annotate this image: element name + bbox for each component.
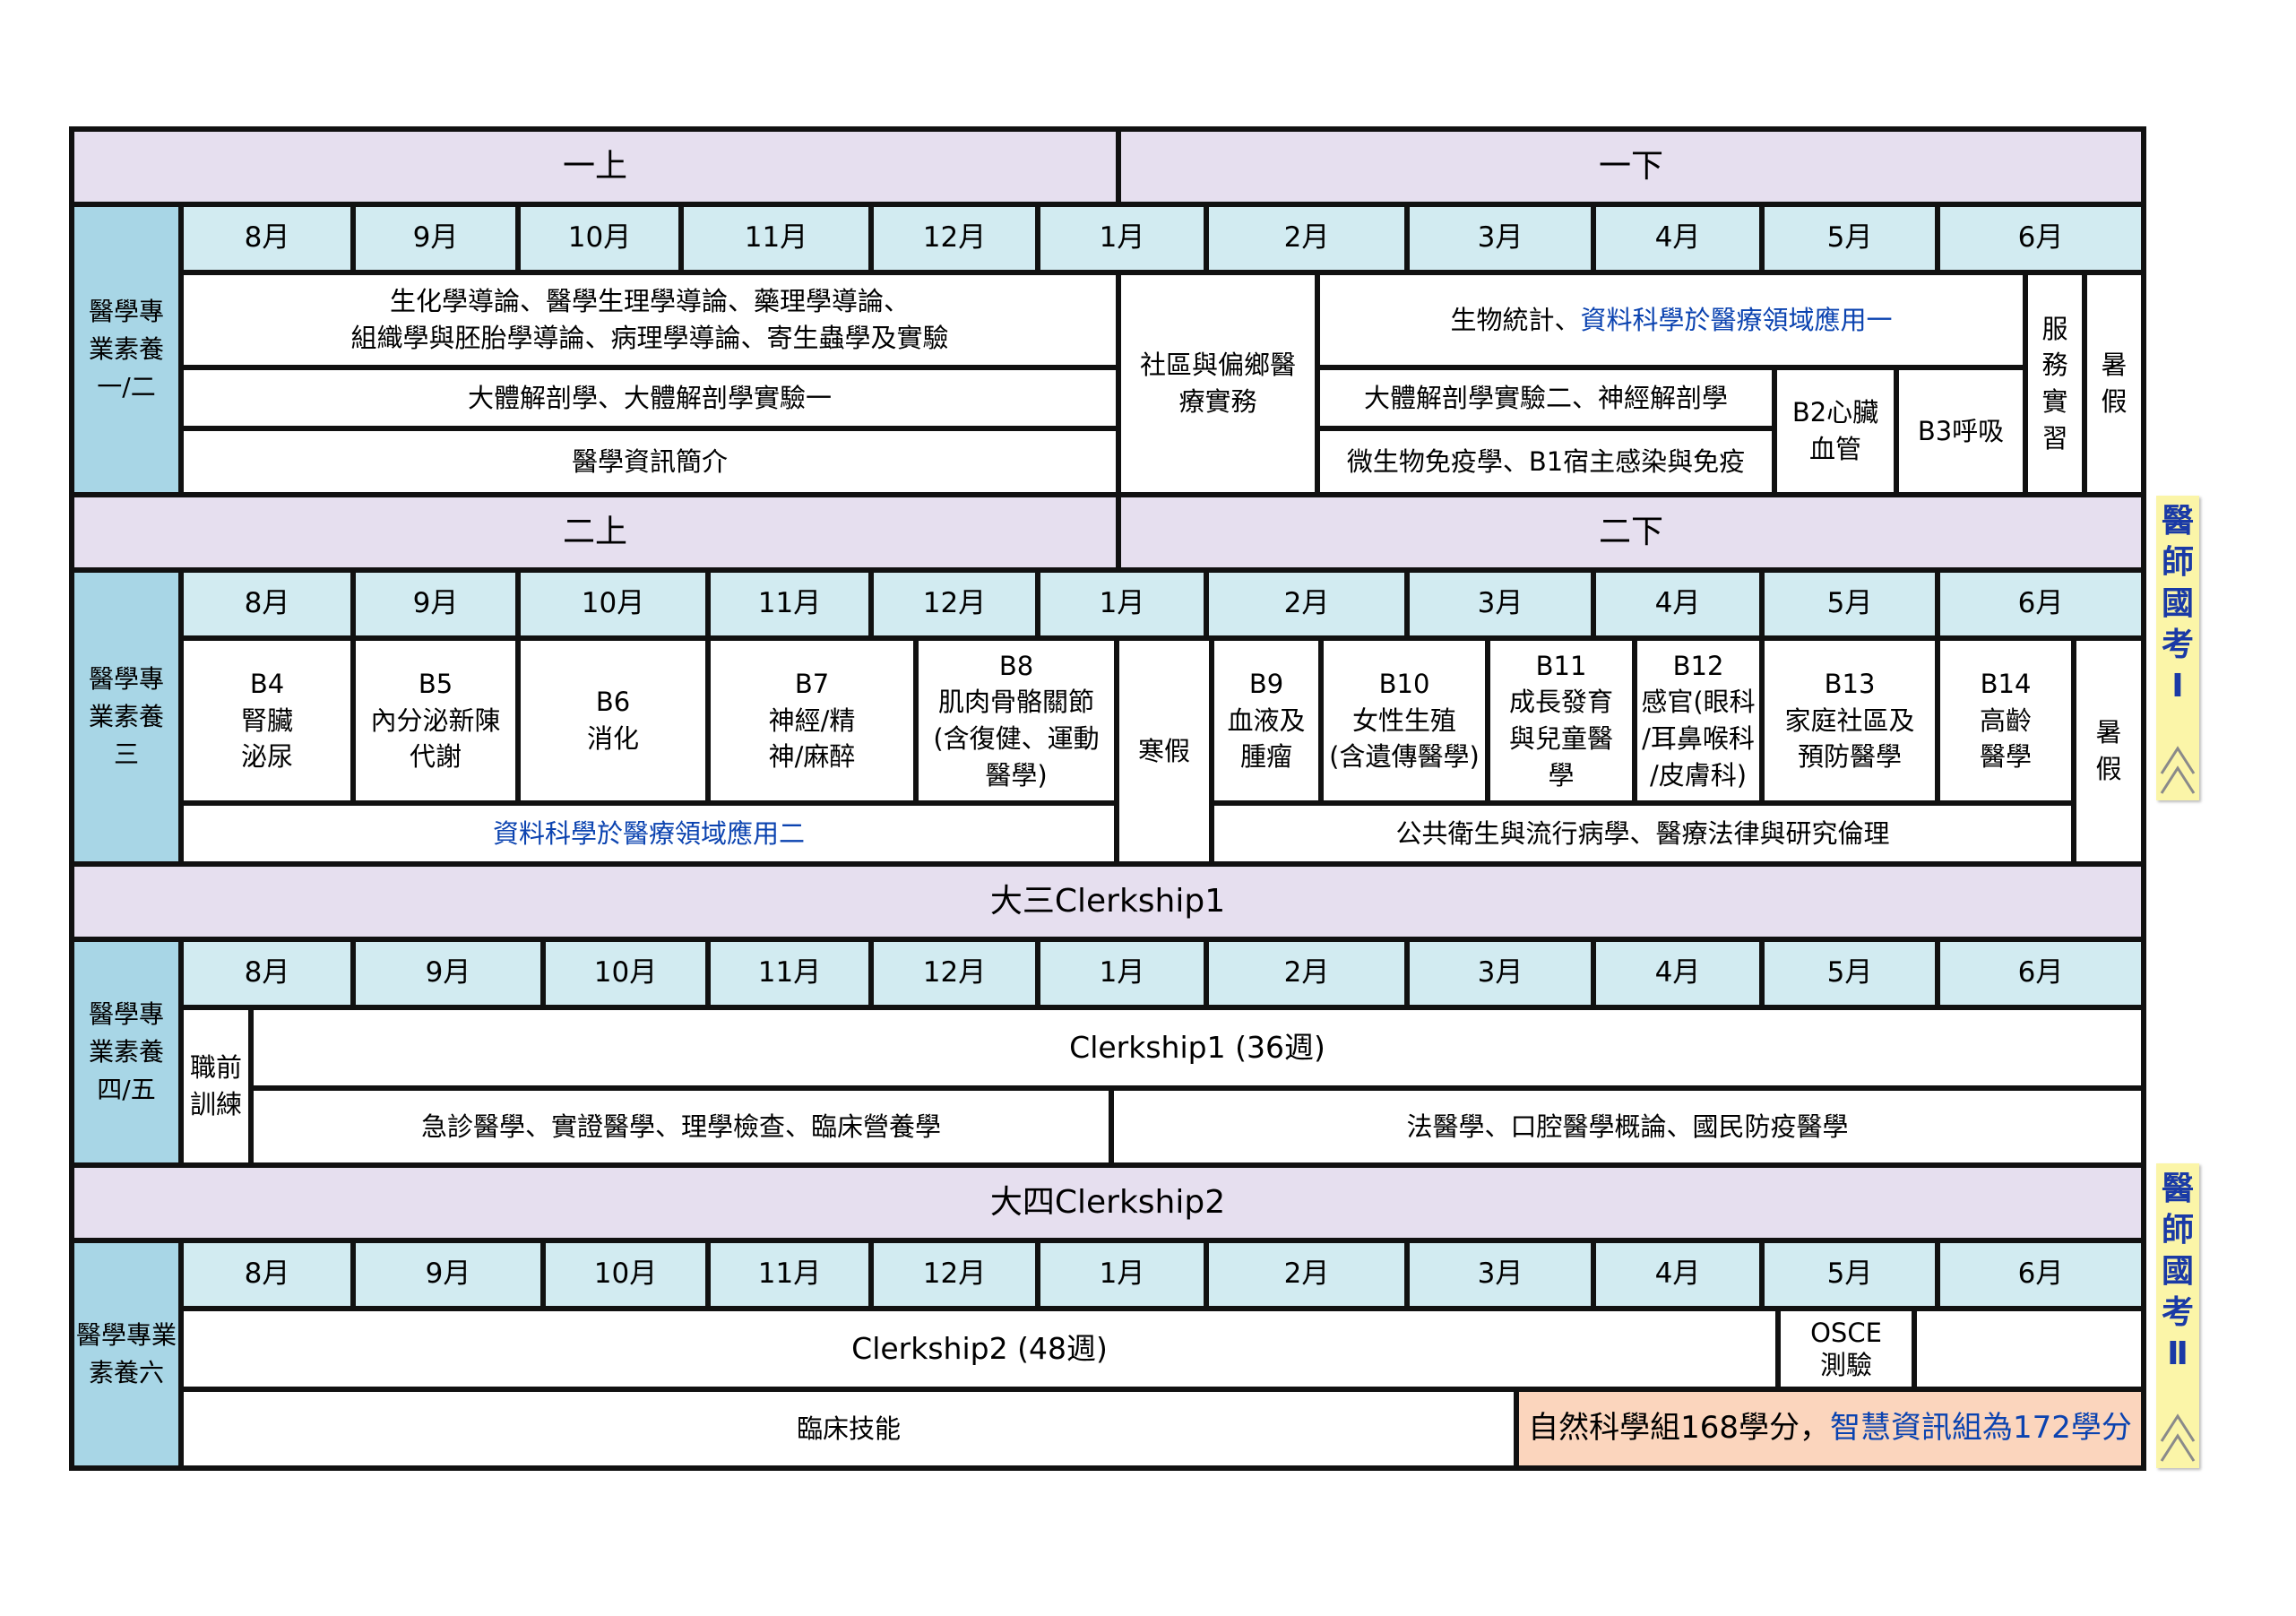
block-b4: B4 腎臟 泌尿: [184, 641, 350, 800]
course-clinical-skills: 臨床技能: [184, 1392, 1514, 1465]
month-header: 11月: [711, 573, 868, 635]
semester-header-1-upper: 一上: [74, 132, 1116, 202]
course-data-science-2: 資料科學於醫療領域應用二: [184, 806, 1114, 861]
month-header: 8月: [184, 942, 350, 1005]
month-header: 8月: [184, 1243, 350, 1306]
course-intro-basic-medicine: 生化學導論、醫學生理學導論、藥理學導論、 組織學與胚胎學導論、病理學導論、寄生蟲…: [184, 275, 1116, 365]
month-header: 6月: [1940, 207, 2141, 270]
block-b12: B12 感官(眼科 /耳鼻喉科 /皮膚科): [1637, 641, 1759, 800]
month-header: 2月: [1209, 942, 1404, 1005]
course-medical-informatics: 醫學資訊簡介: [184, 431, 1116, 492]
month-header: 1月: [1040, 573, 1204, 635]
month-header: 3月: [1410, 207, 1591, 270]
month-header: 5月: [1765, 1243, 1935, 1306]
month-header: 5月: [1765, 207, 1935, 270]
block-b5: B5 內分泌新陳 代謝: [356, 641, 515, 800]
month-header: 9月: [356, 942, 540, 1005]
chevron-up-icon: [2160, 746, 2196, 794]
chevron-up-icon: [2160, 1413, 2196, 1462]
curriculum-table: 一上 一下 醫學專 業素養 一/二 8月 9月 10月 11月 12月 1月 2…: [69, 126, 2146, 1471]
course-anatomy-2: 大體解剖學實驗二、神經解剖學: [1320, 370, 1772, 426]
national-exam-1-board: 醫 師 國 考 Ⅰ: [2156, 496, 2199, 800]
month-header: 8月: [184, 207, 350, 270]
month-header: 9月: [356, 573, 515, 635]
month-header: 9月: [356, 1243, 540, 1306]
block-b13: B13 家庭社區及 預防醫學: [1765, 641, 1935, 800]
month-header: 9月: [356, 207, 515, 270]
clerkship-2: Clerkship2 (48週): [184, 1311, 1775, 1387]
block-b6: B6 消化: [521, 641, 705, 800]
month-header: 1月: [1040, 942, 1204, 1005]
empty-cell: [1917, 1311, 2141, 1387]
semester-header-2-lower: 二下: [1121, 497, 2141, 567]
month-header: 12月: [874, 573, 1035, 635]
month-header: 11月: [684, 207, 868, 270]
month-header: 5月: [1765, 942, 1935, 1005]
course-forensic-medicine: 法醫學、口腔醫學概論、國民防疫醫學: [1114, 1091, 2141, 1162]
month-header: 10月: [521, 207, 678, 270]
summer-break-1: 暑 假: [2087, 275, 2141, 492]
block-b14: B14 高齡 醫學: [1940, 641, 2071, 800]
winter-break: 寒假: [1119, 641, 1209, 861]
summer-break-2: 暑 假: [2076, 641, 2141, 861]
month-header: 12月: [874, 207, 1035, 270]
block-b10: B10 女性生殖 (含遺傳醫學): [1324, 641, 1485, 800]
block-b11: B11 成長發育 與兒童醫 學: [1490, 641, 1632, 800]
month-header: 11月: [711, 1243, 868, 1306]
service-learning: 服 務 實 習: [2028, 275, 2082, 492]
block-b8: B8 肌肉骨骼關節 (含復健、運動 醫學): [919, 641, 1114, 800]
month-header: 12月: [874, 942, 1035, 1005]
month-header: 6月: [1940, 573, 2141, 635]
month-header: 11月: [711, 942, 868, 1005]
national-exam-2-label: 醫 師 國 考 Ⅱ: [2161, 1171, 2194, 1373]
course-public-health: 公共衛生與流行病學、醫療法律與研究倫理: [1214, 806, 2071, 861]
block-b9: B9 血液及 腫瘤: [1214, 641, 1318, 800]
clerkship-1: Clerkship1 (36週): [254, 1010, 2141, 1085]
month-header: 10月: [546, 1243, 705, 1306]
course-community-practice: 社區與偏鄉醫 療實務: [1121, 275, 1315, 492]
osce-exam: OSCE 測驗: [1781, 1311, 1912, 1387]
month-header: 8月: [184, 573, 350, 635]
block-b2: B2心臟 血管: [1777, 370, 1894, 492]
month-header: 3月: [1410, 573, 1591, 635]
month-header: 4月: [1596, 207, 1759, 270]
year3-title: 大三Clerkship1: [74, 867, 2141, 937]
month-header: 10月: [521, 573, 705, 635]
category-year4: 醫學專業 素養六: [74, 1243, 178, 1465]
month-header: 1月: [1040, 207, 1204, 270]
month-header: 5月: [1765, 573, 1935, 635]
category-year2: 醫學專 業素養 三: [74, 573, 178, 861]
course-biostatistics: 生物統計、資料科學於醫療領域應用一: [1320, 275, 2023, 365]
block-b7: B7 神經/精 神/麻醉: [711, 641, 913, 800]
course-anatomy-1: 大體解剖學、大體解剖學實驗一: [184, 370, 1116, 426]
month-header: 10月: [546, 942, 705, 1005]
month-header: 6月: [1940, 942, 2141, 1005]
category-year3: 醫學專 業素養 四/五: [74, 942, 178, 1162]
pre-training: 職前 訓練: [184, 1010, 248, 1162]
credits-note: 自然科學組168學分，智慧資訊組為172學分: [1519, 1392, 2141, 1465]
semester-header-1-lower: 一下: [1121, 132, 2141, 202]
month-header: 12月: [874, 1243, 1035, 1306]
year4-title: 大四Clerkship2: [74, 1168, 2141, 1238]
month-header: 2月: [1209, 1243, 1404, 1306]
course-emergency-medicine: 急診醫學、實證醫學、理學檢查、臨床營養學: [254, 1091, 1109, 1162]
semester-header-2-upper: 二上: [74, 497, 1116, 567]
category-year1: 醫學專 業素養 一/二: [74, 207, 178, 492]
month-header: 4月: [1596, 1243, 1759, 1306]
month-header: 1月: [1040, 1243, 1204, 1306]
national-exam-2-board: 醫 師 國 考 Ⅱ: [2156, 1163, 2199, 1468]
month-header: 4月: [1596, 942, 1759, 1005]
block-b3: B3呼吸: [1899, 370, 2023, 492]
month-header: 3月: [1410, 1243, 1591, 1306]
month-header: 2月: [1209, 573, 1404, 635]
month-header: 3月: [1410, 942, 1591, 1005]
month-header: 4月: [1596, 573, 1759, 635]
national-exam-1-label: 醫 師 國 考 Ⅰ: [2161, 503, 2194, 705]
month-header: 6月: [1940, 1243, 2141, 1306]
course-microbiology: 微生物免疫學、B1宿主感染與免疫: [1320, 431, 1772, 492]
month-header: 2月: [1209, 207, 1404, 270]
